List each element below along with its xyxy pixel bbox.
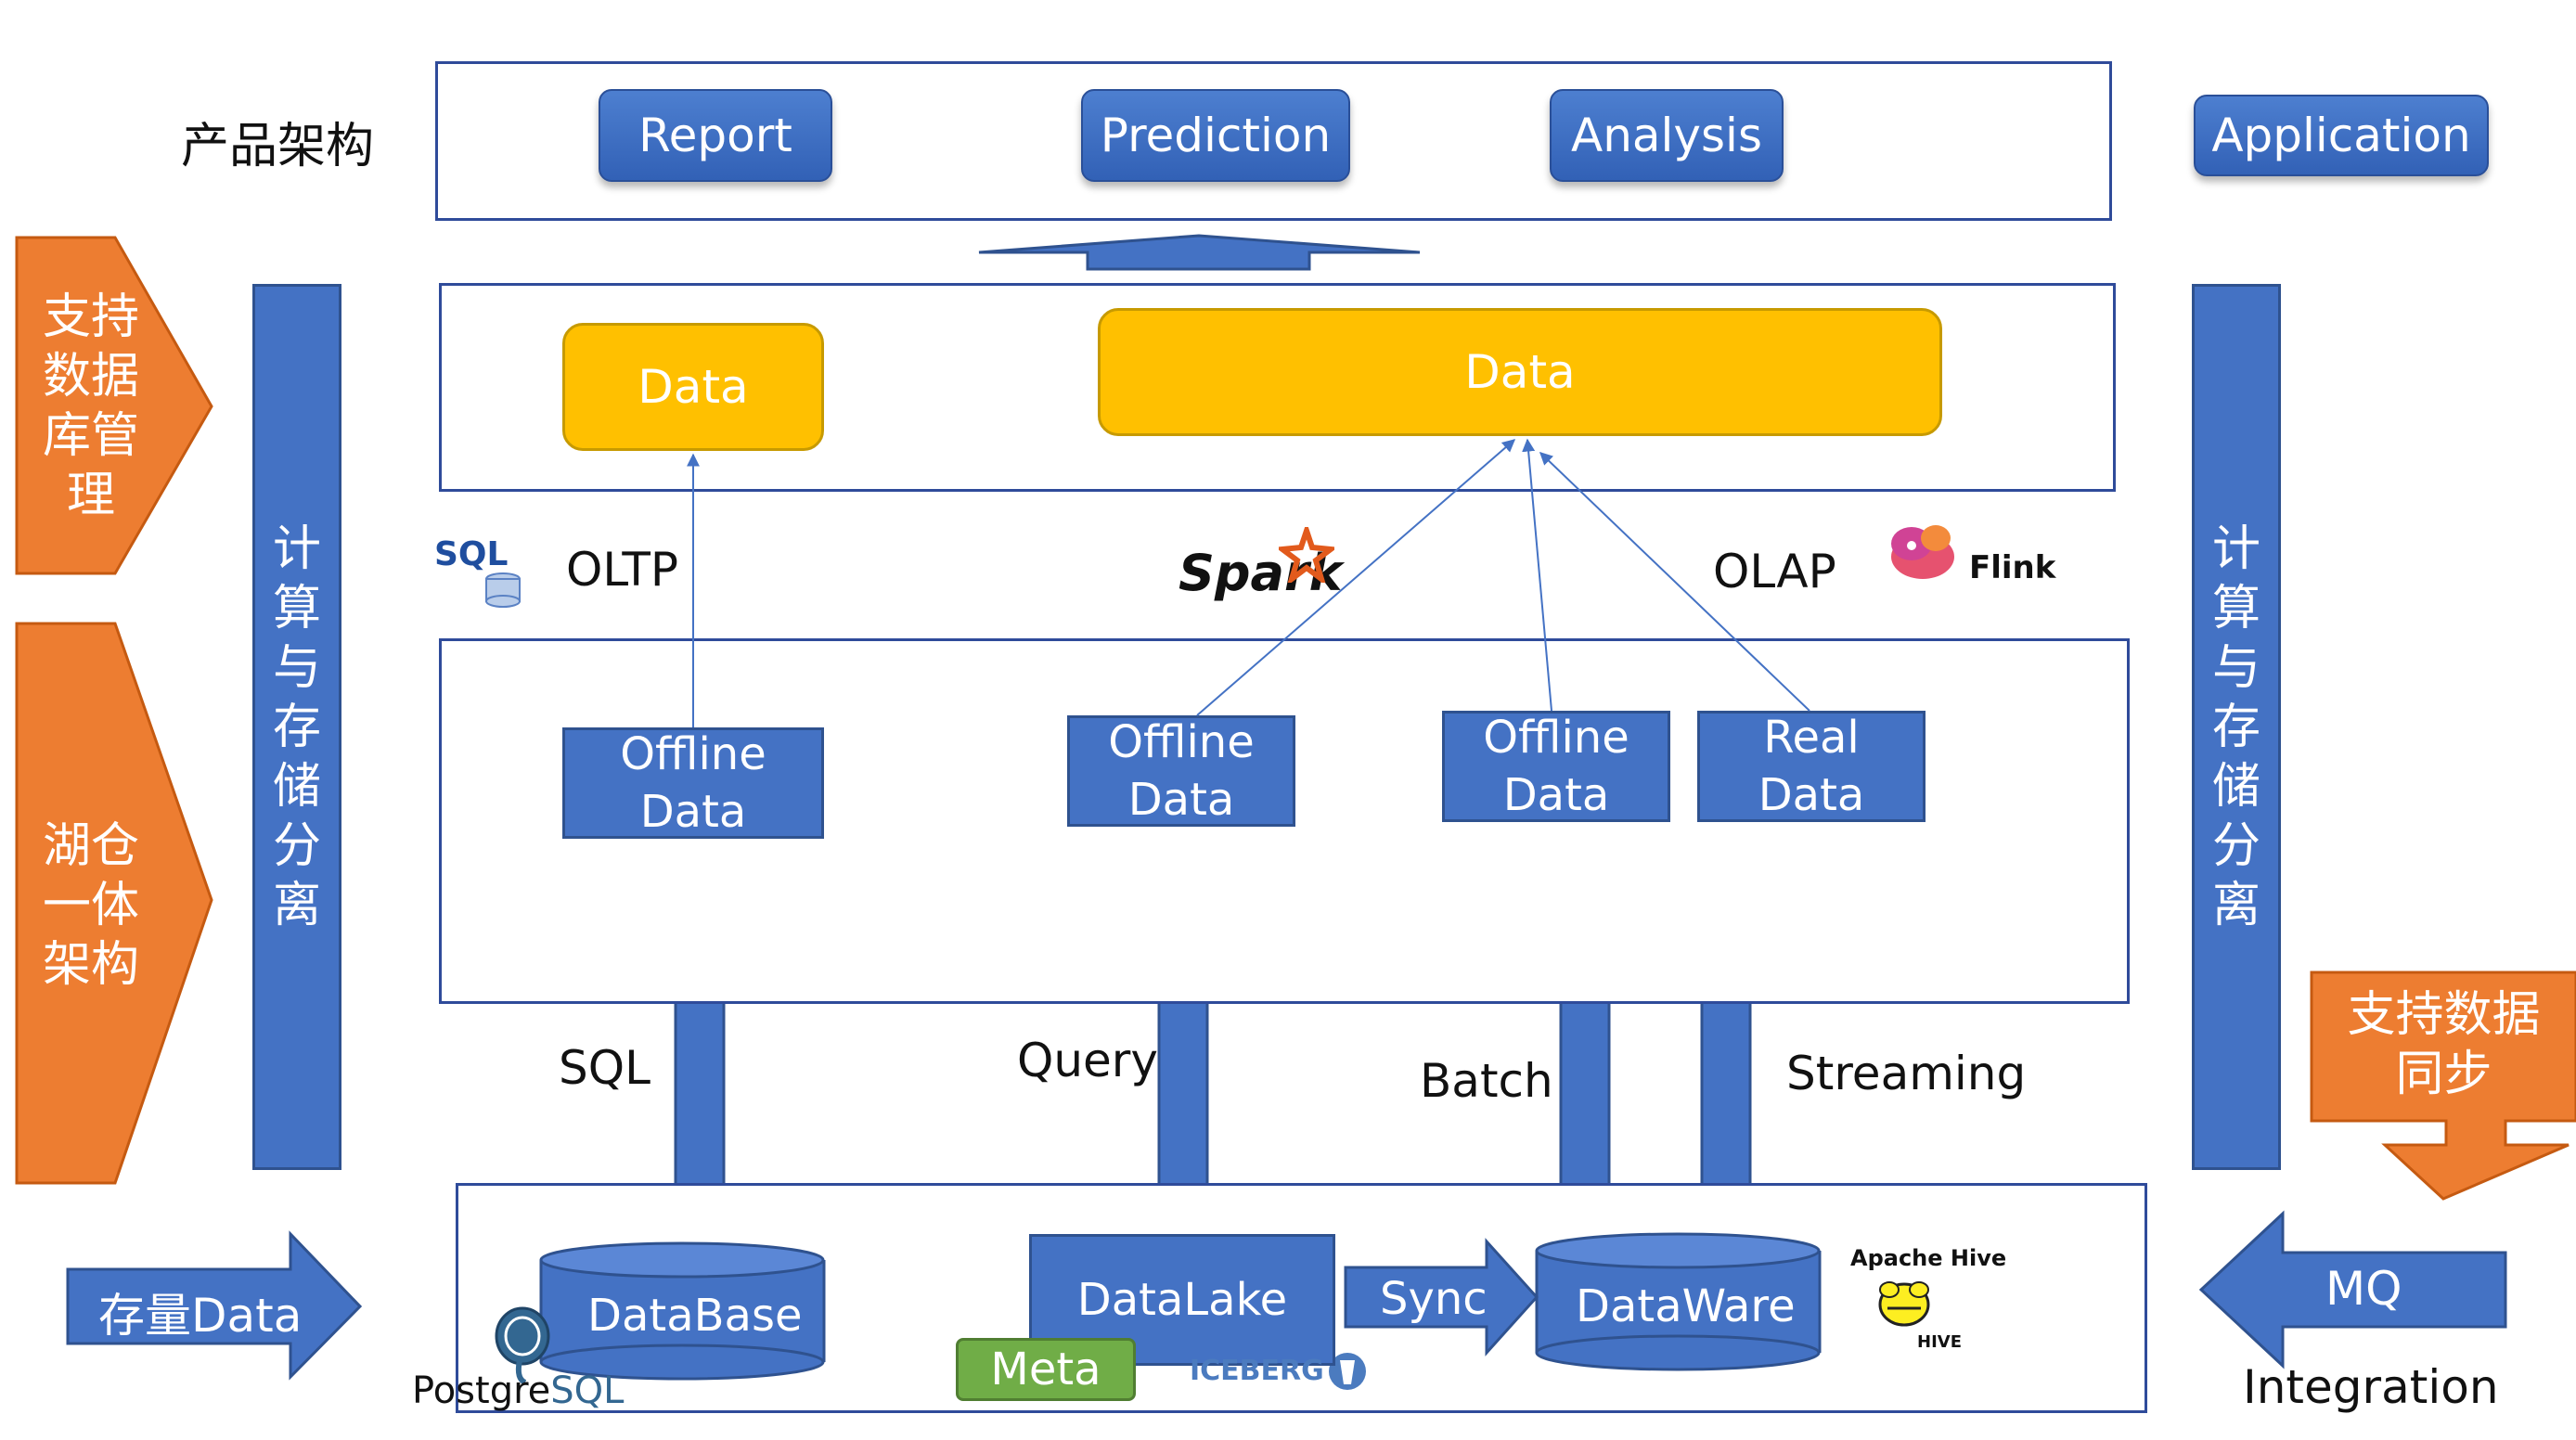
- report-button[interactable]: Report: [599, 89, 832, 182]
- application-button[interactable]: Application: [2194, 95, 2489, 176]
- spark-logo: Spark: [1179, 527, 1346, 611]
- connector-batch: [1522, 438, 1552, 712]
- database-label: DataBase: [587, 1290, 803, 1342]
- hive-logo-text: HIVE: [1917, 1332, 1962, 1352]
- sync-right-arrow: [1344, 1238, 1539, 1356]
- top-up-arrow: [978, 234, 1421, 271]
- database-cylinder: [539, 1241, 826, 1381]
- mq-left-arrow: [2198, 1210, 2507, 1369]
- flink-logo: Flink: [1884, 508, 2069, 592]
- analysis-button[interactable]: Analysis: [1550, 89, 1784, 182]
- oltp-label: OLTP: [566, 543, 679, 597]
- olap-label: OLAP: [1713, 545, 1836, 598]
- integration-label: Integration: [2243, 1360, 2499, 1414]
- spark-star-icon: [1279, 527, 1334, 583]
- iceberg-logo-icon: [1329, 1353, 1366, 1390]
- compute-storage-bar-left: 计 算 与 存 储 分 离: [252, 284, 341, 1170]
- connector-spark: [1196, 439, 1516, 716]
- postgresql-logo: PostgreSQL: [412, 1369, 625, 1412]
- database-stack-icon: [485, 572, 521, 608]
- flow-label-batch: Batch: [1420, 1054, 1553, 1108]
- dataware-cylinder: [1535, 1232, 1822, 1371]
- sql-logo: SQL: [434, 538, 527, 612]
- flink-squirrel-icon: [1891, 525, 1954, 579]
- data-box-oltp[interactable]: Data: [562, 323, 824, 451]
- sync-support-text: 支持数据 同步: [2347, 987, 2541, 1102]
- db-manage-text: 支持 数据 库管 理: [42, 289, 139, 523]
- product-arch-label: 产品架构: [181, 119, 375, 174]
- flow-label-query: Query: [1017, 1034, 1158, 1087]
- dataware-label: DataWare: [1576, 1280, 1796, 1332]
- prediction-button[interactable]: Prediction: [1081, 89, 1350, 182]
- flow-label-streaming: Streaming: [1786, 1047, 2027, 1100]
- sync-label: Sync: [1380, 1273, 1488, 1325]
- iceberg-logo: ICEBERG: [1190, 1355, 1324, 1387]
- data-box-olap[interactable]: Data: [1098, 308, 1942, 436]
- stock-data-label: 存量Data: [98, 1289, 303, 1343]
- orange-chevron-lake-house: [15, 622, 213, 1185]
- sync-support-down-arrow: [2310, 971, 2576, 1201]
- connector-streaming: [1539, 452, 1810, 712]
- hive-bee-icon: [1878, 1281, 1930, 1327]
- stock-data-arrow: [66, 1230, 363, 1381]
- compute-storage-bar-right: 计 算 与 存 储 分 离: [2192, 284, 2281, 1170]
- meta-box[interactable]: Meta: [956, 1338, 1136, 1401]
- apache-hive-label: Apache Hive: [1850, 1245, 2007, 1271]
- mq-label: MQ: [2325, 1262, 2402, 1316]
- flow-label-sql: SQL: [559, 1041, 650, 1095]
- orange-chevron-db-manage: [15, 236, 213, 575]
- lake-house-text: 湖仓 一体 架构: [42, 818, 139, 993]
- postgresql-elephant-icon: [495, 1306, 550, 1385]
